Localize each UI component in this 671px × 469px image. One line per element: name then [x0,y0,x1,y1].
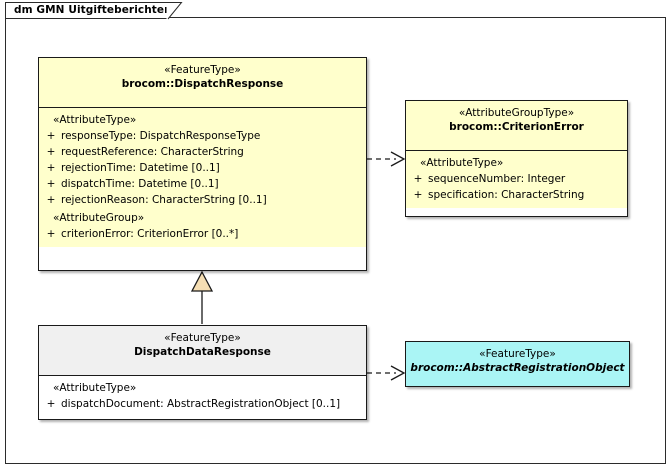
attribute-signature: dispatchTime: Datetime [0..1] [61,178,219,190]
attribute-visibility: + [46,130,56,142]
attribute-visibility: + [46,194,56,206]
attribute-group-label: «AttributeType» [53,382,137,394]
attribute-signature: sequenceNumber: Integer [428,173,566,185]
attribute-row[interactable]: + dispatchTime: Datetime [0..1] [41,176,364,192]
attribute-signature: responseType: DispatchResponseType [61,130,261,142]
attribute-visibility: + [413,173,423,185]
class-abstract-registration-object[interactable]: «FeatureType» brocom::AbstractRegistrati… [405,341,630,387]
class-criterion-error-body: «AttributeType» + sequenceNumber: Intege… [406,151,627,208]
attribute-visibility: + [46,162,56,174]
attribute-signature: criterionError: CriterionError [0..*] [61,228,239,240]
class-dispatch-data-response-stereotype: «FeatureType» [164,332,241,344]
attribute-group-label: «AttributeType» [53,114,137,126]
attribute-signature: rejectionTime: Datetime [0..1] [61,162,220,174]
attribute-row[interactable]: + criterionError: CriterionError [0..*] [41,226,364,242]
class-dispatch-data-response-body: «AttributeType» + dispatchDocument: Abst… [39,376,366,417]
class-dispatch-data-response-name: DispatchDataResponse [134,346,271,358]
class-criterion-error-name: brocom::CriterionError [449,121,584,133]
diagram-title-label: dm GMN Uitgifteberichten [14,4,172,17]
attribute-row[interactable]: + specification: CharacterString [408,187,625,203]
class-criterion-error-stereotype: «AttributeGroupType» [458,107,575,119]
attribute-visibility: + [46,146,56,158]
class-dispatch-response-name: brocom::DispatchResponse [121,78,284,90]
class-abstract-registration-object-header: «FeatureType» brocom::AbstractRegistrati… [406,342,629,386]
class-dispatch-response[interactable]: «FeatureType» brocom::DispatchResponse «… [38,57,367,271]
class-dispatch-response-body: «AttributeType» + responseType: Dispatch… [39,108,366,247]
class-dispatch-data-response[interactable]: «FeatureType» DispatchDataResponse «Attr… [38,325,367,420]
class-criterion-error[interactable]: «AttributeGroupType» brocom::CriterionEr… [405,100,628,217]
attribute-row[interactable]: + rejectionTime: Datetime [0..1] [41,160,364,176]
class-dispatch-response-stereotype: «FeatureType» [164,64,241,76]
attribute-row[interactable]: + requestReference: CharacterString [41,144,364,160]
diagram-title-tab-body: dm GMN Uitgifteberichten [5,2,172,19]
class-criterion-error-divider [406,150,627,151]
diagram-title-tab-slant-icon [166,2,183,20]
class-dispatch-response-header: «FeatureType» brocom::DispatchResponse [39,58,366,107]
class-abstract-registration-object-stereotype: «FeatureType» [479,348,556,360]
class-dispatch-data-response-header: «FeatureType» DispatchDataResponse [39,326,366,375]
attribute-signature: specification: CharacterString [428,189,585,201]
attribute-row[interactable]: + responseType: DispatchResponseType [41,128,364,144]
attribute-row[interactable]: + rejectionReason: CharacterString [0..1… [41,192,364,208]
class-criterion-error-header: «AttributeGroupType» brocom::CriterionEr… [406,101,627,150]
attribute-visibility: + [46,178,56,190]
attribute-visibility: + [46,398,56,410]
attribute-visibility: + [413,189,423,201]
attribute-row[interactable]: + sequenceNumber: Integer [408,171,625,187]
attribute-row[interactable]: + dispatchDocument: AbstractRegistration… [41,396,364,412]
class-dispatch-response-divider [39,107,366,108]
attribute-signature: rejectionReason: CharacterString [0..1] [61,194,267,206]
class-dispatch-data-response-divider [39,375,366,376]
attribute-group-label: «AttributeType» [420,157,504,169]
attribute-visibility: + [46,228,56,240]
attribute-group-label: «AttributeGroup» [53,212,145,224]
class-abstract-registration-object-name: brocom::AbstractRegistrationObject [410,362,625,374]
attribute-signature: dispatchDocument: AbstractRegistrationOb… [61,398,341,410]
attribute-signature: requestReference: CharacterString [61,146,244,158]
